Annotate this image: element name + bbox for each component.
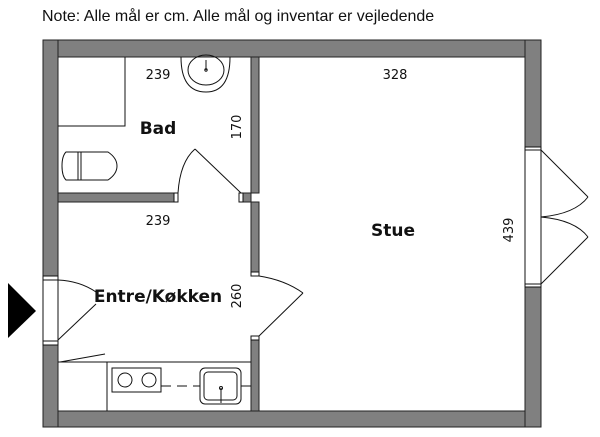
- kitchen-sink: [199, 367, 242, 405]
- bad-room-label: Bad: [140, 119, 177, 139]
- entrance-door: [57, 279, 106, 363]
- outer-walls: [42, 39, 542, 428]
- bathroom-sink: [180, 54, 231, 93]
- plan-note: Note: Alle mål er cm. Alle mål og invent…: [42, 8, 435, 25]
- entre-depth-label: 260: [230, 284, 245, 309]
- toilet: [61, 151, 118, 181]
- entre-room-label: Entre/Køkken: [94, 287, 222, 307]
- door-jambs: [42, 146, 542, 346]
- bad-width-label: 239: [146, 68, 171, 83]
- stue-door: [258, 275, 304, 337]
- stue-depth-label: 439: [502, 218, 517, 243]
- stove: [111, 367, 162, 393]
- entre-width-label: 239: [146, 214, 171, 229]
- bad-door: [177, 148, 242, 194]
- bad-depth-label: 170: [230, 115, 245, 140]
- interior-walls: [57, 56, 260, 412]
- stue-width-label: 328: [383, 68, 408, 83]
- stue-room-label: Stue: [371, 221, 415, 241]
- kitchen-counter: [58, 361, 251, 411]
- shower: [58, 57, 126, 127]
- terrace-doors: [540, 149, 589, 285]
- entrance-arrow-icon: [8, 283, 36, 338]
